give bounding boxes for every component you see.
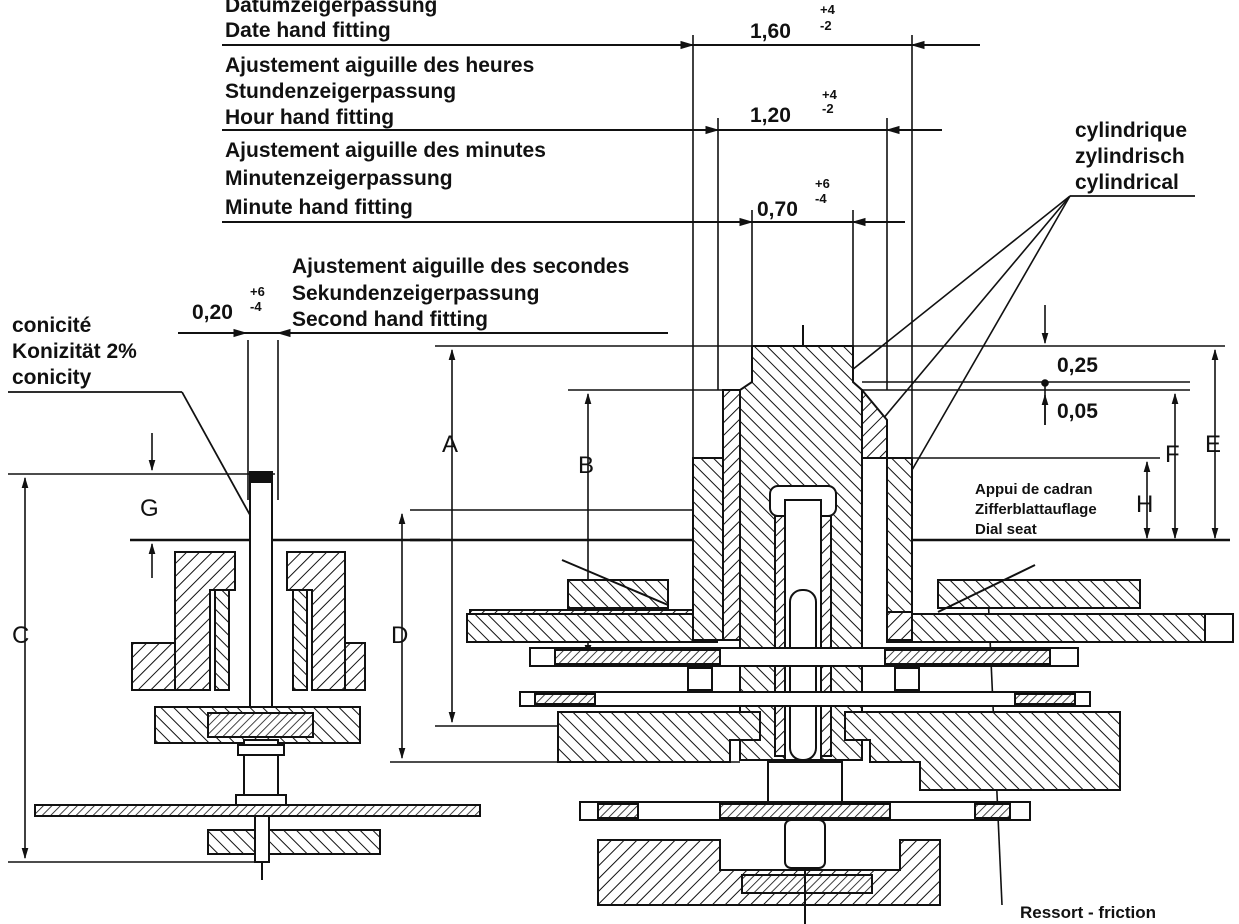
dim-letter-h: H — [1136, 491, 1153, 518]
minute-fit-en-text: Minute hand fitting — [225, 196, 413, 219]
cylindrical-fr-text: cylindrique — [1075, 119, 1187, 142]
second-fit-en-text: Second hand fitting — [292, 308, 488, 331]
minute-fit-fr-text: Ajustement aiguille des minutes — [225, 139, 546, 162]
conicity-fr-text: conicité — [12, 314, 91, 337]
dim-letter-a: A — [442, 431, 458, 458]
dial-seat-de-text: Zifferblattauflage — [975, 501, 1097, 518]
minute-fit-tol-up: +6 — [815, 176, 830, 191]
date-fit-de-text: Datumzeigerpassung — [225, 0, 437, 17]
conicity-en-text: conicity — [12, 366, 92, 389]
dim-0-25: 0,25 — [1057, 354, 1098, 377]
minute-hand-fitting-block: Ajustement aiguille des minutes Minutenz… — [222, 139, 905, 227]
hour-fit-de-text: Stundenzeigerpassung — [225, 80, 456, 103]
hour-fit-en-text: Hour hand fitting — [225, 106, 394, 129]
date-fit-en-text: Date hand fitting — [225, 19, 391, 42]
date-fit-tol-up: +4 — [820, 2, 836, 17]
dim-letter-f: F — [1165, 441, 1180, 468]
minute-fit-tol-lo: -4 — [815, 191, 827, 206]
conicity-de-text: Konizität 2% — [12, 340, 137, 363]
minute-fit-de-text: Minutenzeigerpassung — [225, 167, 453, 190]
left-seconds-assembly — [34, 471, 481, 880]
second-fit-tol-lo: -4 — [250, 299, 262, 314]
date-fit-dimension: 1,60 — [750, 20, 791, 43]
right-motion-works — [410, 325, 1234, 924]
date-hand-fitting-block: Datumzeigerpassung Date hand fitting 1,6… — [222, 0, 980, 50]
hour-fit-tol-lo: -2 — [822, 101, 834, 116]
second-fit-tol-up: +6 — [250, 284, 265, 299]
hour-fit-tol-up: +4 — [822, 87, 838, 102]
dim-letter-b: B — [578, 452, 594, 479]
dim-0-05: 0,05 — [1057, 400, 1098, 423]
dial-seat-en-text: Dial seat — [975, 521, 1037, 538]
cylindrical-en-text: cylindrical — [1075, 171, 1179, 194]
second-fit-de-text: Sekundenzeigerpassung — [292, 282, 539, 305]
cylindrical-de-text: zylindrisch — [1075, 145, 1185, 168]
date-fit-tol-lo: -2 — [820, 18, 832, 33]
dial-seat-fr-text: Appui de cadran — [975, 481, 1093, 498]
minute-fit-dimension: 0,70 — [757, 198, 798, 221]
conicity-callout: conicité Konizität 2% conicity — [8, 314, 251, 516]
hour-fit-fr-text: Ajustement aiguille des heures — [225, 54, 534, 77]
dim-letter-c: C — [12, 622, 29, 649]
hour-hand-fitting-block: Ajustement aiguille des heures Stundenze… — [222, 54, 942, 135]
dim-letter-d: D — [391, 622, 408, 649]
second-hand-fitting-block: Ajustement aiguille des secondes Sekunde… — [178, 255, 668, 338]
second-fit-dimension: 0,20 — [192, 301, 233, 324]
left-dimensions — [8, 340, 440, 863]
dial-seat-callout: Appui de cadran Zifferblattauflage Dial … — [975, 481, 1097, 538]
spring-label: Ressort - friction — [1020, 903, 1156, 922]
dim-letter-e: E — [1205, 431, 1221, 458]
cylindrical-callout: cylindrique zylindrisch cylindrical — [851, 119, 1195, 471]
dim-letter-g: G — [140, 495, 159, 522]
second-fit-fr-text: Ajustement aiguille des secondes — [292, 255, 629, 278]
hour-fit-dimension: 1,20 — [750, 104, 791, 127]
